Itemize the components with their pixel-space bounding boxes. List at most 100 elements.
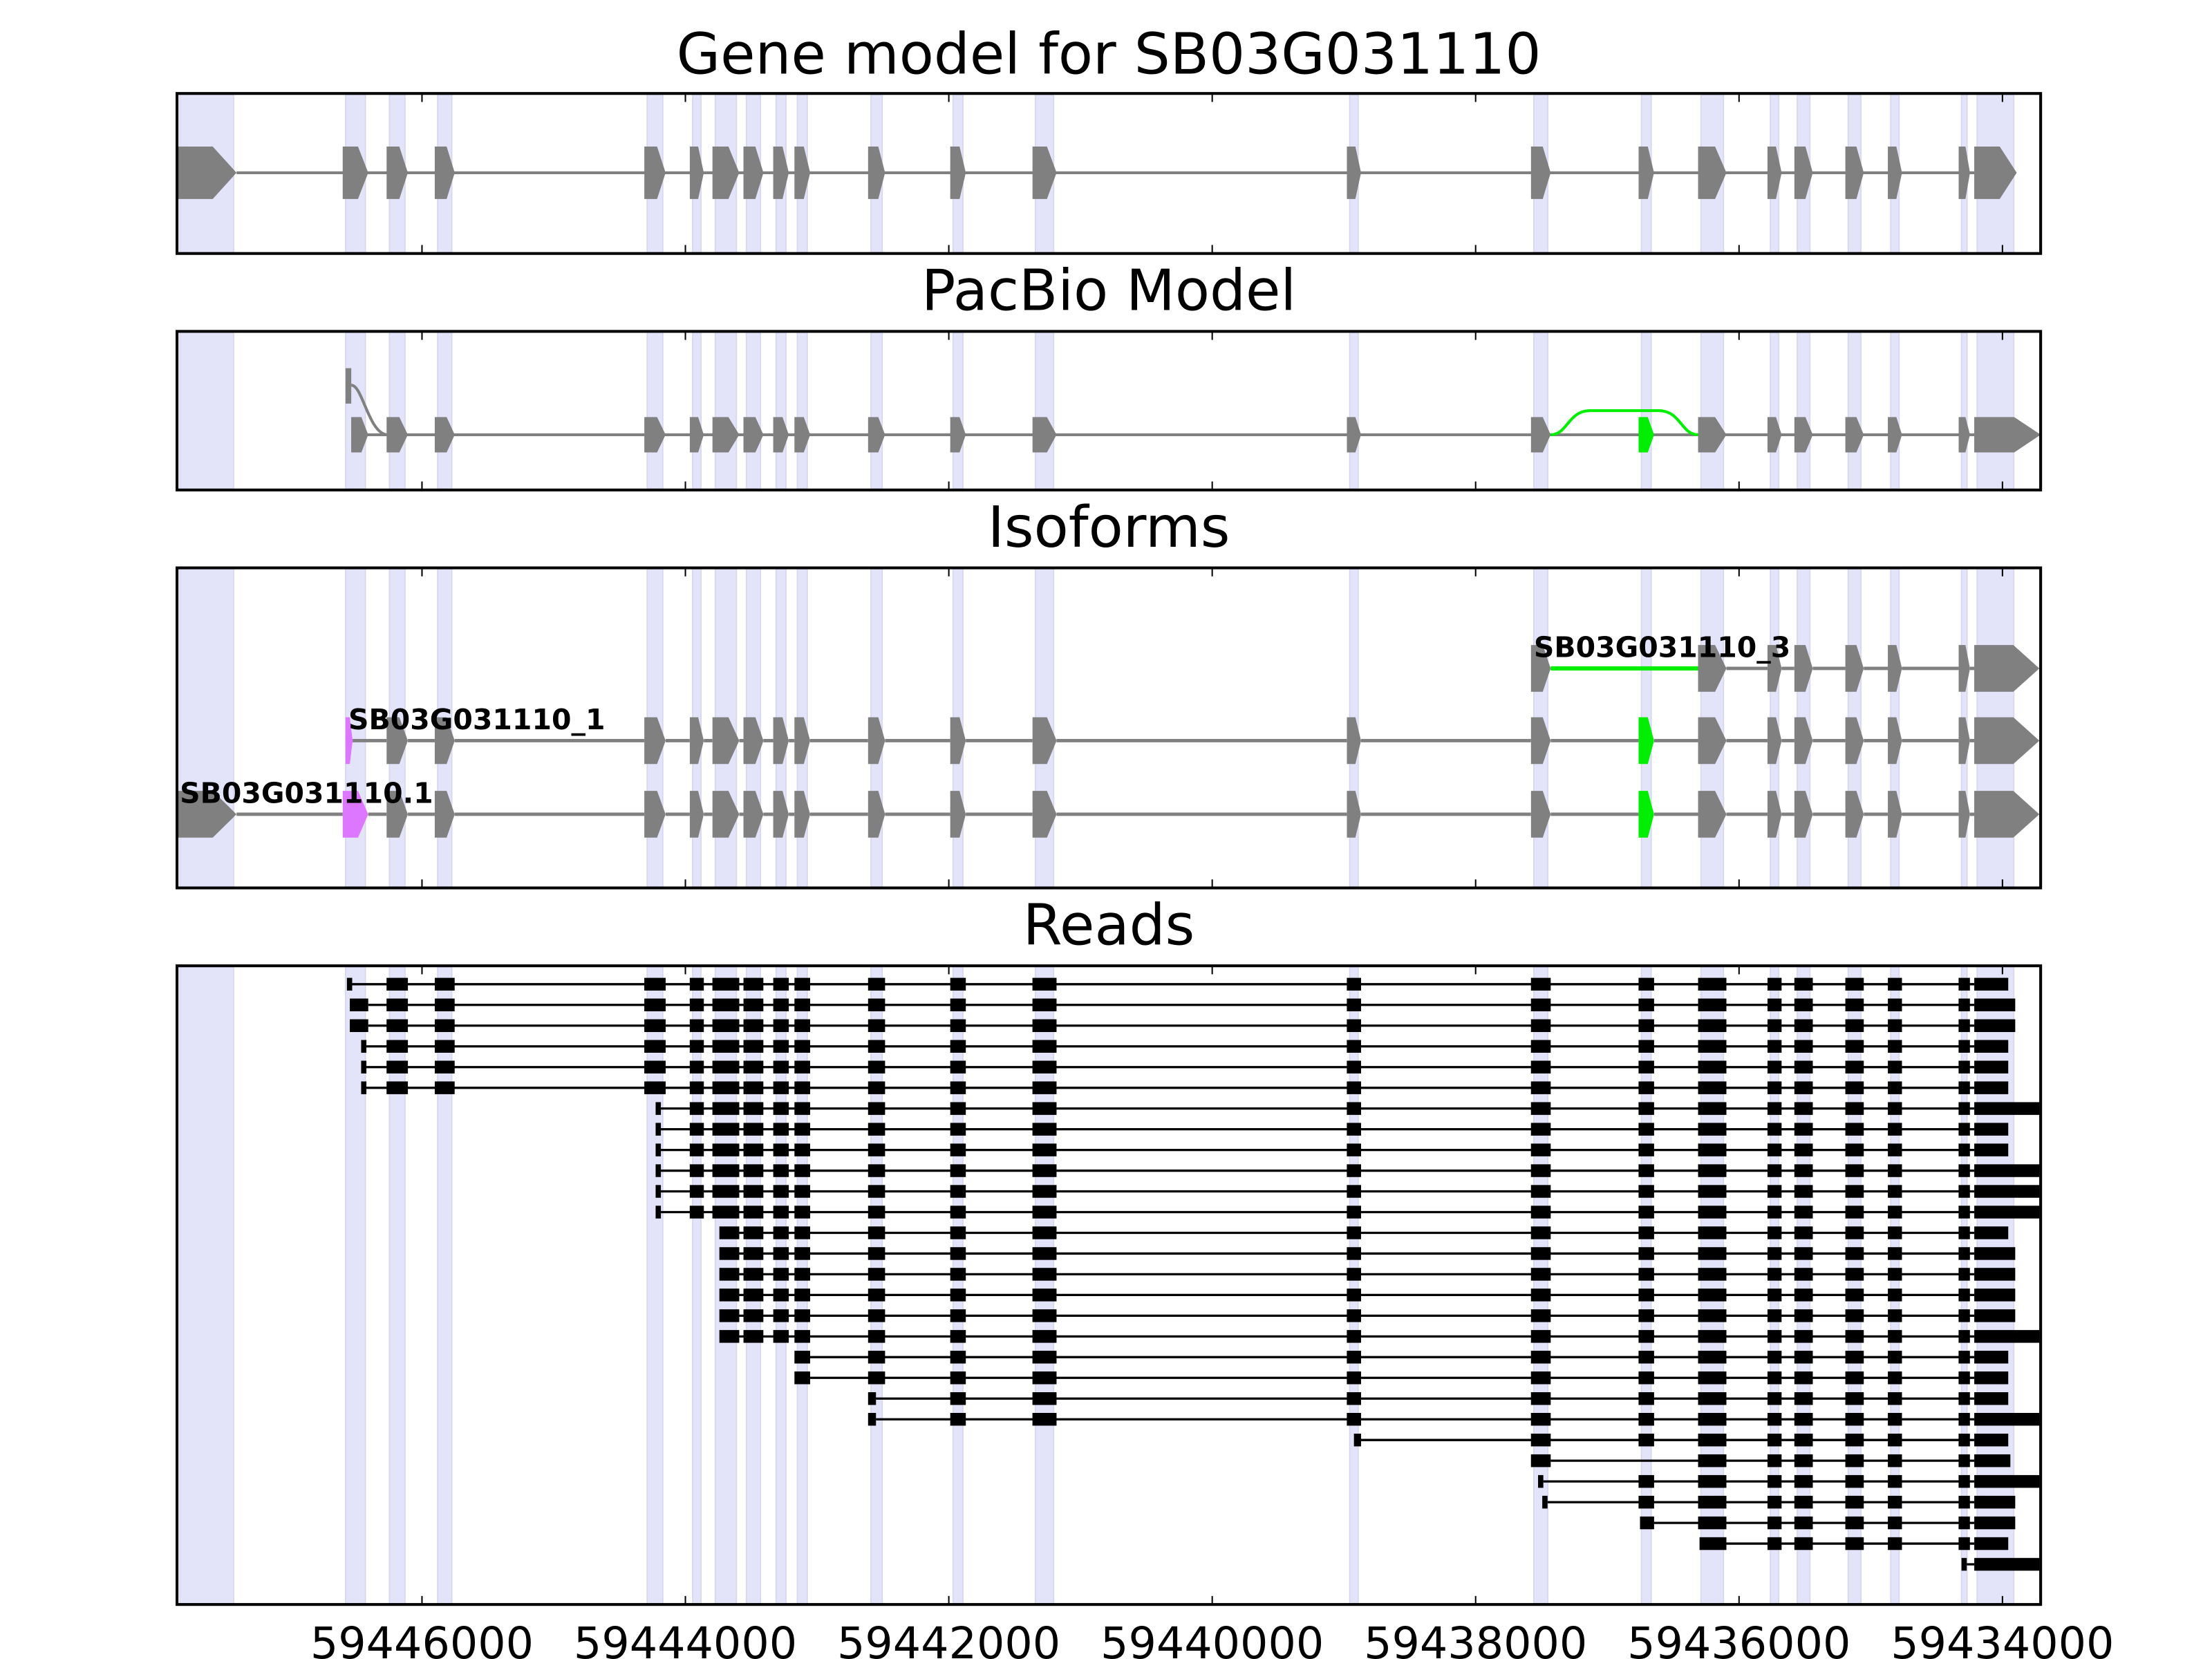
isoform-track [177,791,2040,838]
read-exon-block [1530,1288,1551,1302]
exon [434,717,455,765]
alt-exon [1638,791,1654,838]
read-exon-block [1958,1495,1970,1509]
read-exon-block [1347,1102,1361,1115]
read-exon-block [1888,1102,1902,1115]
read-alignment [361,1040,2009,1053]
read-exon-block [689,1164,704,1177]
read-exon-block [1032,998,1057,1012]
read-exon-block [1347,1206,1361,1219]
read-exon-block [434,998,455,1012]
read-exon-block [1767,1164,1782,1177]
read-exon-block [1638,1143,1654,1156]
read-exon-block [1845,977,1864,991]
exon [773,417,789,453]
exon [689,717,704,765]
read-exon-block [950,1351,966,1364]
exon [1974,645,2040,692]
read-exon-block [1794,1206,1813,1219]
read-exon-block [1698,1060,1727,1074]
read-exon-block [1698,977,1727,991]
read-exon-block [350,998,368,1012]
read-exon-block [1032,1019,1057,1032]
read-exon-block [1032,1081,1057,1094]
read-exon-block [743,1288,764,1302]
exon [868,147,885,199]
read-exon-block [773,1185,789,1198]
exon-highlight-band [1770,331,1780,490]
read-exon-block [1958,1206,1970,1219]
read-exon-block [1958,1081,1970,1094]
read-exon-block [1958,1288,1970,1302]
read-exon-block [1032,1143,1057,1156]
read-exon-block [1530,1019,1551,1032]
read-exon-block [719,1247,740,1260]
read-exon-block [1845,1537,1864,1550]
read-exon-block [1958,1185,1970,1198]
read-exon-block [1974,1226,2009,1239]
read-exon-block [1530,1351,1551,1364]
read-exon-block [689,1060,704,1074]
read-exon-block [1767,1081,1782,1094]
exon [712,147,740,199]
exon [1767,791,1782,838]
read-exon-block [1794,1268,1813,1281]
exon-highlight-band [1847,331,1862,490]
x-tick-label: 59444000 [574,1618,797,1659]
read-exon-block [1767,1040,1782,1053]
panel-frame [176,566,2043,890]
read-exon-block [1958,1454,1970,1468]
exon [1974,417,2041,453]
exon [1698,717,1727,765]
read-exon-block [1767,998,1782,1012]
read-exon-block [950,1081,966,1094]
read-exon-block [1530,1392,1551,1405]
read-exon-block [794,1371,810,1385]
read-exon-block [794,1309,810,1322]
alt-exon [345,717,353,765]
read-exon-block [868,1019,885,1032]
read-exon-block [1698,1288,1727,1302]
read-exon-block [712,1102,740,1115]
read-exon-block [1888,1371,1902,1385]
panel-plot-area [179,331,2041,490]
read-exon-block [1347,1247,1361,1260]
read-exon-block [1794,1123,1813,1136]
read-exon-block [1698,1309,1727,1322]
read-exon-block [1347,1040,1361,1053]
exon [743,717,764,765]
read-exon-block [689,1102,704,1115]
read-exon-block [794,1102,810,1115]
exon [1794,417,1813,453]
read-exon-block [1698,1081,1727,1094]
read-exon-block [1767,1351,1782,1364]
read-exon-block [712,1019,740,1032]
exon [1958,645,1970,692]
read-exon-block [1845,1206,1864,1219]
exon [1767,417,1782,453]
read-exon-block [1032,1040,1057,1053]
read-exon-block [1974,1495,2016,1509]
exon-highlight-band [870,331,883,490]
exon [950,717,966,765]
read-exon-block [1845,1019,1864,1032]
read-exon-block [1638,1495,1654,1509]
panel-pacbio: PacBio Model [176,259,2043,491]
read-exon-block [950,977,966,991]
read-alignment [350,1019,2016,1032]
exon [1794,717,1813,765]
read-exon-block [794,977,810,991]
read-exon-block [773,1268,789,1281]
read-exon-block [1794,1413,1813,1426]
read-exon-block [1958,1351,1970,1364]
x-tick-label: 59442000 [837,1618,1060,1659]
read-exon-block [868,1143,885,1156]
read-exon-block [1958,1309,1970,1322]
read-exon-block [1794,977,1813,991]
read-exon-block [1347,1288,1361,1302]
read-exon-block [1698,1102,1727,1115]
read-exon-block [1032,1371,1057,1385]
read-alignment [1538,1474,2040,1488]
read-exon-block [1767,1206,1782,1219]
read-exon-block [950,1185,966,1198]
